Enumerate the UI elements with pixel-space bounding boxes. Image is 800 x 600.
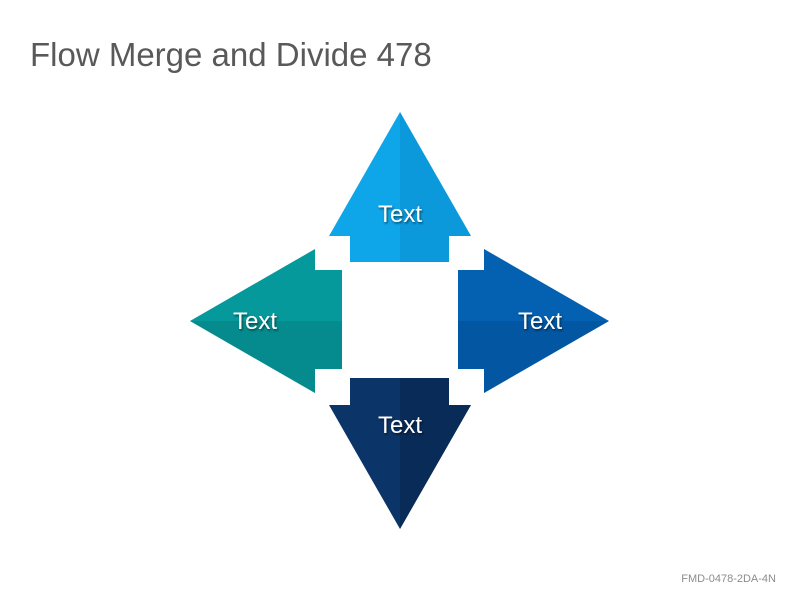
arrow-up: Text <box>329 112 471 262</box>
arrow-left-label: Text <box>233 308 277 335</box>
arrow-right-facet <box>458 321 609 393</box>
arrow-right-label: Text <box>518 308 562 335</box>
arrow-down-label: Text <box>378 412 422 439</box>
footer-code: FMD-0478-2DA-4N <box>681 573 776 585</box>
arrow-up-facet <box>400 112 471 262</box>
arrow-left: Text <box>190 249 342 393</box>
arrow-left-facet <box>190 321 342 393</box>
arrow-right: Text <box>458 249 609 393</box>
page-title: Flow Merge and Divide 478 <box>30 36 432 73</box>
arrow-up-label: Text <box>378 201 422 228</box>
arrow-down: Text <box>329 378 471 529</box>
arrow-down-facet <box>400 378 471 529</box>
